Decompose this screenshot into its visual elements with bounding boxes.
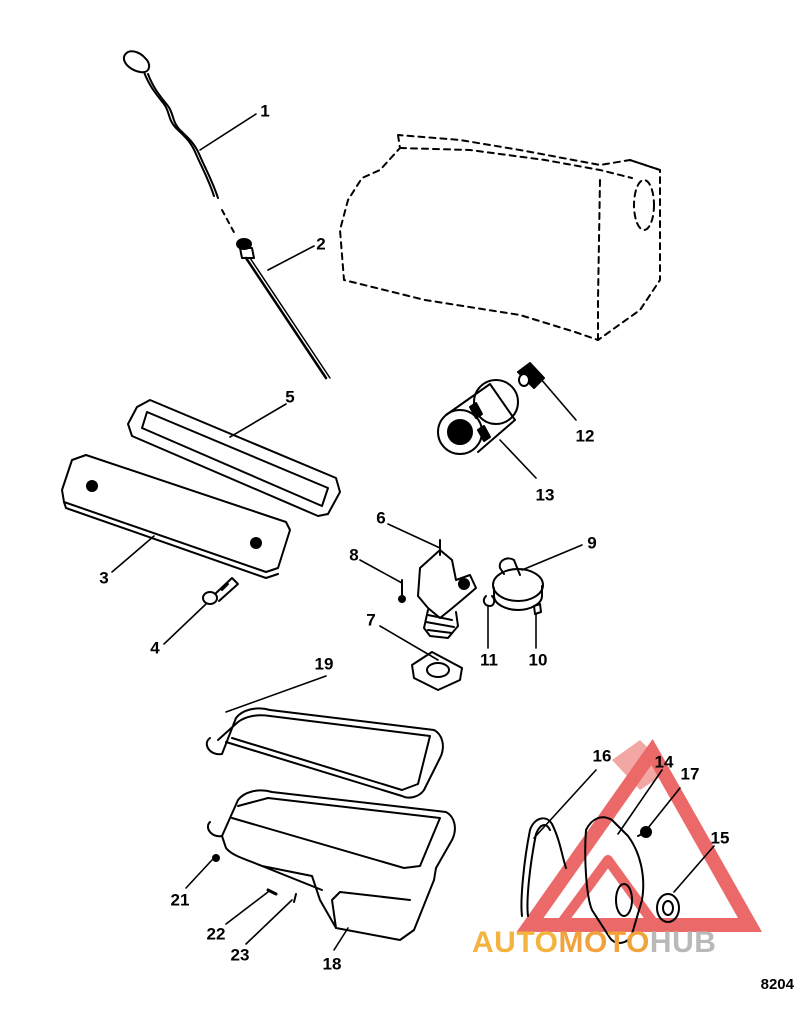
callout-13: 13 <box>535 485 555 505</box>
engine-block-outline <box>339 134 661 341</box>
valve-cover <box>61 454 291 579</box>
callout-4: 4 <box>150 638 160 658</box>
oil-pan-drain-plug <box>212 854 220 862</box>
pickup-fastener <box>533 603 542 615</box>
callout-8: 8 <box>349 545 359 565</box>
callout-15: 15 <box>710 828 730 848</box>
oil-pump <box>417 539 477 639</box>
oil-pan <box>206 789 456 941</box>
callout-14: 14 <box>654 752 674 772</box>
oil-pan-bolt <box>266 888 278 896</box>
watermark-moto: MOTO <box>558 926 650 959</box>
valve-cover-bolt <box>202 577 239 605</box>
timing-cover-bolt <box>637 826 652 838</box>
callout-12: 12 <box>575 426 595 446</box>
callout-5: 5 <box>285 387 295 407</box>
watermark-hub: HUB <box>649 926 717 959</box>
watermark-auto: AUTO <box>472 926 559 959</box>
callout-10: 10 <box>528 650 548 670</box>
callout-2: 2 <box>316 234 326 254</box>
callout-16: 16 <box>592 746 612 766</box>
callout-1: 1 <box>260 101 270 121</box>
crankshaft-seal <box>656 893 680 923</box>
oil-filter-adapter <box>517 362 545 389</box>
watermark-text: AUTOMOTOHUB <box>472 926 716 960</box>
callout-9: 9 <box>587 533 597 553</box>
callout-18: 18 <box>322 954 342 974</box>
assembly-guide-line <box>221 209 237 237</box>
callout-19: 19 <box>314 654 334 674</box>
dipstick-tube <box>122 50 219 199</box>
oil-pump-gasket <box>411 651 463 691</box>
callout-23: 23 <box>230 945 250 965</box>
dipstick <box>236 238 331 380</box>
callout-3: 3 <box>99 568 109 588</box>
callout-17: 17 <box>680 764 700 784</box>
oil-pickup-screen <box>492 557 544 611</box>
leader-lines <box>111 113 715 951</box>
callout-6: 6 <box>376 508 386 528</box>
oil-filter <box>437 379 519 455</box>
diagram-reference-code: 8204 <box>760 976 794 993</box>
callout-21: 21 <box>170 890 190 910</box>
valve-cover-gasket <box>127 399 341 517</box>
callout-22: 22 <box>206 924 226 944</box>
timing-cover <box>584 816 645 944</box>
oil-pan-stud <box>293 893 297 903</box>
oil-pan-gasket <box>205 707 444 799</box>
pickup-clip <box>482 595 496 607</box>
callout-11: 11 <box>480 650 498 670</box>
callout-7: 7 <box>366 610 376 630</box>
